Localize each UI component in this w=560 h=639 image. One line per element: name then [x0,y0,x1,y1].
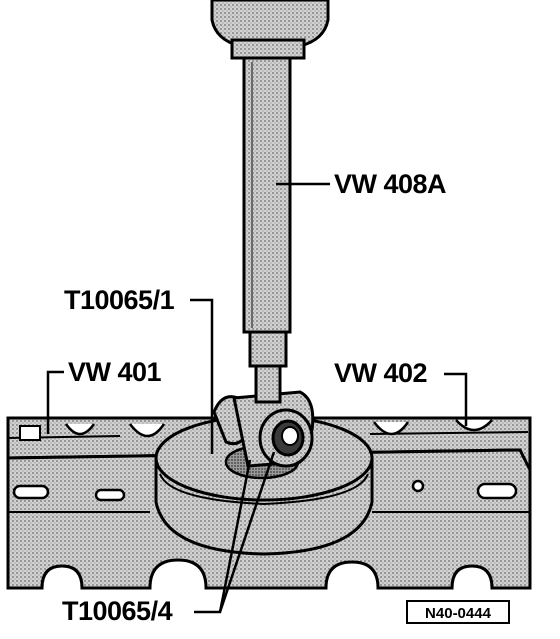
leader-support-right [444,372,468,426]
press-tool [210,0,330,404]
leader-adapter-1 [190,298,214,454]
label-vw-408a: VW 408A [334,169,447,199]
label-vw-402: VW 402 [334,358,428,388]
label-t10065-1: T10065/1 [64,285,175,315]
leader-support-left [46,370,64,434]
leader-adapter-4b [218,451,276,613]
label-vw-401: VW 401 [68,357,162,387]
figure-reference: N40-0444 [406,600,510,624]
base-disc [154,414,374,556]
adapter-piece [212,390,315,480]
label-t10065-4: T10065/4 [62,596,173,626]
leader-lines [46,182,468,614]
